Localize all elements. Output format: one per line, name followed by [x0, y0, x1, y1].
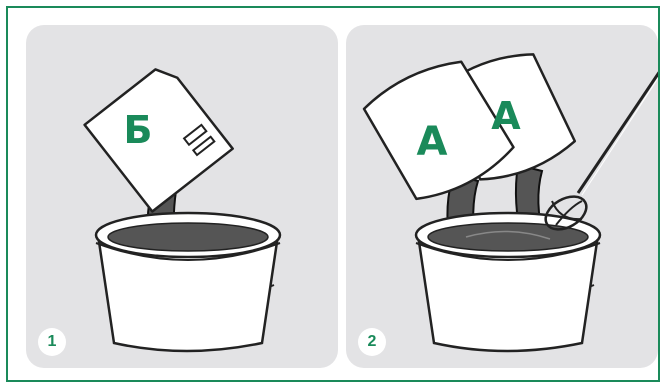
- bag-a-front: [362, 60, 515, 201]
- bucket-body: [416, 233, 600, 353]
- bucket-liquid: [107, 222, 269, 252]
- canister-b: [83, 68, 234, 213]
- step-number-badge: 2: [358, 328, 386, 356]
- liquid-swirl: [465, 230, 551, 240]
- step-2-illustration: A A: [362, 53, 658, 353]
- bucket-rim-band: [415, 242, 601, 261]
- step-1-panel: Б 1: [26, 25, 338, 368]
- bucket-liquid: [427, 222, 589, 252]
- step-2-panel: A A 2: [346, 25, 658, 368]
- mixer-head: [544, 195, 588, 231]
- canister-b-label: Б: [124, 108, 153, 152]
- mixer-rod: [576, 71, 658, 194]
- bucket-rim-band: [95, 242, 281, 261]
- step-1-illustration: Б: [83, 68, 282, 353]
- instruction-frame: Б 1 A A: [6, 6, 660, 382]
- bucket-body: [96, 233, 280, 353]
- step-number-badge: 1: [38, 328, 66, 356]
- bag-a-front-label: A: [417, 119, 448, 165]
- mixer-rod-highlight: [581, 77, 658, 196]
- bag-a-back-label: A: [491, 94, 521, 138]
